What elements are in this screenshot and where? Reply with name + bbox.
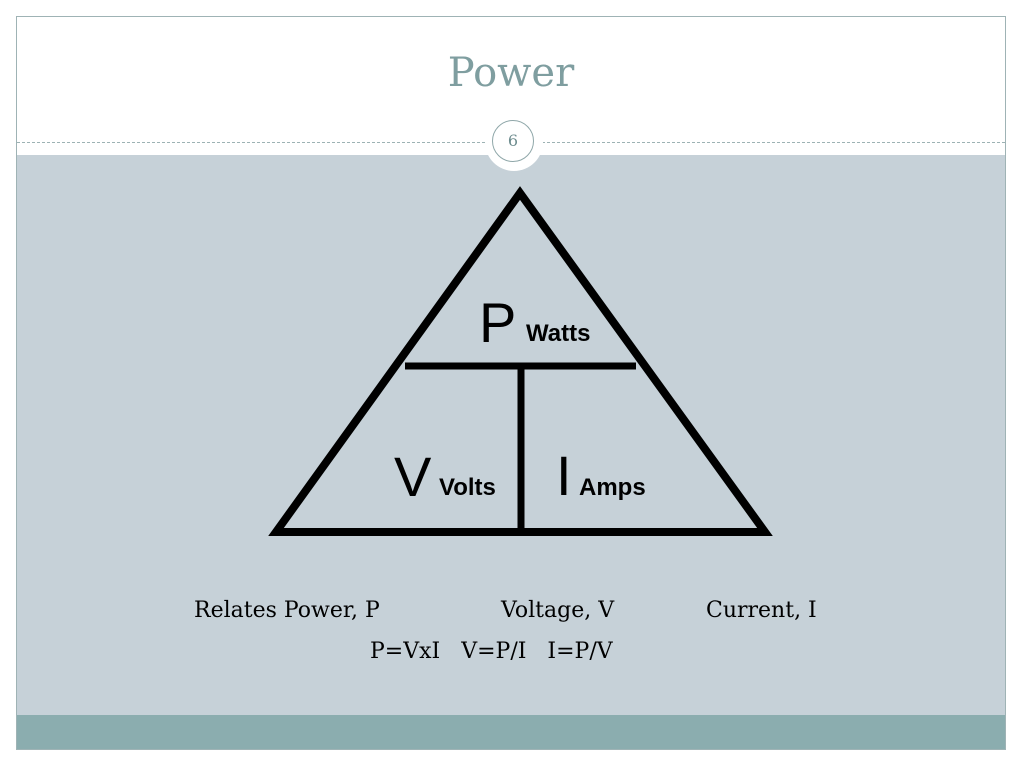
formula-list: P=VxI V=P/I I=P/V <box>370 639 613 664</box>
voltage-unit: Volts <box>439 474 496 501</box>
power-unit: Watts <box>526 320 590 347</box>
current-label: Current, I <box>706 598 817 623</box>
footer-band <box>17 715 1005 749</box>
current-symbol: I <box>556 444 572 507</box>
voltage-symbol: V <box>394 445 432 508</box>
slide: Power 6 <box>16 16 1006 750</box>
current-unit: Amps <box>579 474 646 501</box>
relates-label: Relates Power, P <box>194 598 380 623</box>
slide-number: 6 <box>492 120 534 162</box>
content-panel <box>17 155 1005 715</box>
slide-number-badge: 6 <box>485 113 543 171</box>
power-symbol: P <box>479 291 516 354</box>
slide-title: Power <box>447 50 575 96</box>
voltage-label: Voltage, V <box>501 598 615 623</box>
